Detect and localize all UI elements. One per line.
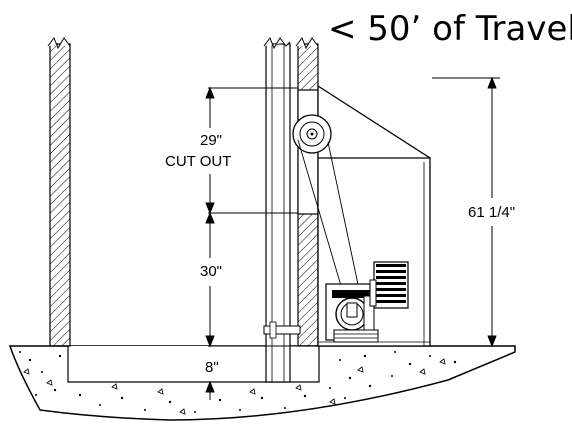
guide-rail xyxy=(263,36,301,383)
drive-motor-icon xyxy=(325,283,379,343)
dimension-cutout xyxy=(205,86,298,215)
cutout-label: CUT OUT xyxy=(165,153,231,170)
left-wall xyxy=(47,36,71,347)
unit-height-label: 61 1/4" xyxy=(468,204,515,221)
dimension-upper xyxy=(205,211,298,348)
travel-title: < 50’ of Travel xyxy=(328,9,572,49)
upper-height-label: 30" xyxy=(200,263,222,280)
hoistway-wall xyxy=(295,36,319,347)
motor-fins-icon xyxy=(369,261,409,309)
concrete-slab xyxy=(8,345,516,421)
dimension-unit-height xyxy=(432,76,500,348)
dimension-pit xyxy=(205,380,215,400)
cutout-height-label: 29" xyxy=(200,132,222,149)
sheave-pulley-icon xyxy=(292,114,332,154)
pit-depth-label: 8" xyxy=(205,359,219,376)
cable xyxy=(297,139,361,297)
